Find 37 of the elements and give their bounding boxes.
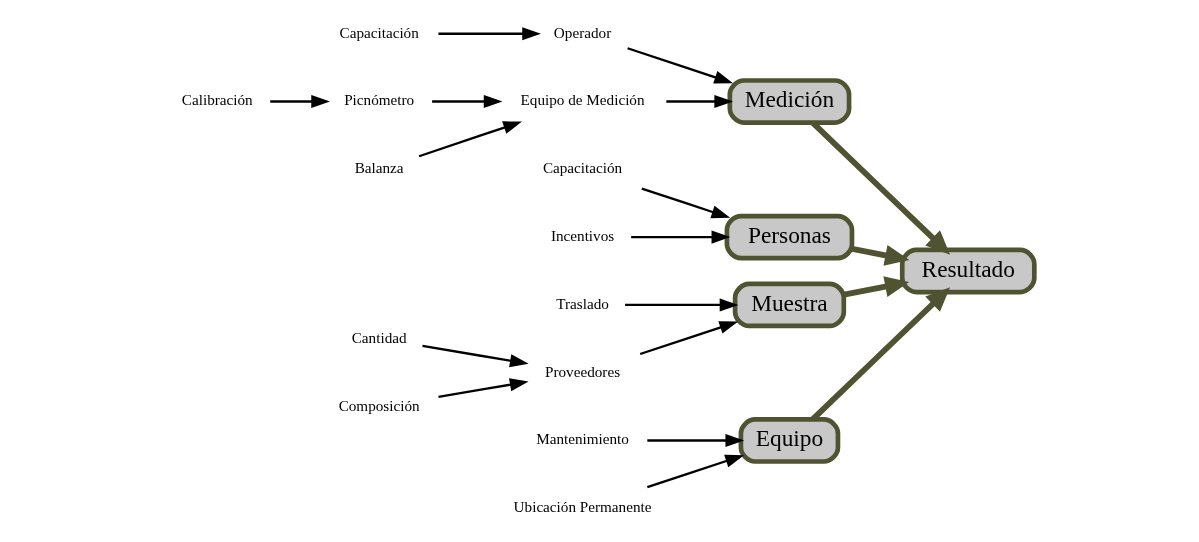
- arrow: [627, 47, 734, 84]
- arrow: [641, 187, 731, 219]
- node-box: Medición: [727, 78, 852, 125]
- node-text: Mantenimiento: [536, 430, 629, 448]
- node-text: Composición: [338, 396, 420, 414]
- node-box: Equipo: [738, 417, 841, 464]
- node-text: Cantidad: [351, 328, 407, 346]
- arrow: [843, 276, 910, 298]
- node-text: Capacitación: [339, 23, 419, 41]
- arrow: [438, 27, 541, 41]
- arrow: [438, 378, 529, 398]
- node-text: Incentivos: [550, 227, 615, 245]
- node-text: Balanza: [354, 159, 404, 177]
- arrow: [810, 120, 951, 255]
- arrow: [270, 94, 330, 109]
- arrow: [639, 321, 739, 356]
- node-text: Ubicación Permanente: [513, 498, 652, 516]
- node-text: Picnómetro: [344, 91, 415, 109]
- node-box: Personas: [724, 213, 855, 261]
- node-text: Proveedores: [545, 362, 621, 380]
- arrow: [418, 121, 522, 158]
- arrow: [666, 94, 734, 109]
- arrow: [810, 287, 951, 422]
- node-box: Resultado: [899, 247, 1037, 295]
- node-text: Operador: [553, 23, 612, 41]
- node-text: Capacitación: [542, 159, 623, 177]
- node-box: Muestra: [732, 281, 847, 329]
- arrow: [432, 94, 503, 109]
- node-text: Calibración: [181, 91, 253, 109]
- arrow: [422, 344, 529, 368]
- arrow: [647, 433, 745, 448]
- node-text: Traslado: [556, 294, 609, 312]
- node-text: Equipo de Medición: [520, 91, 645, 109]
- arrow: [646, 454, 744, 489]
- arrow: [851, 244, 910, 266]
- arrow: [631, 230, 731, 244]
- arrow: [625, 298, 739, 312]
